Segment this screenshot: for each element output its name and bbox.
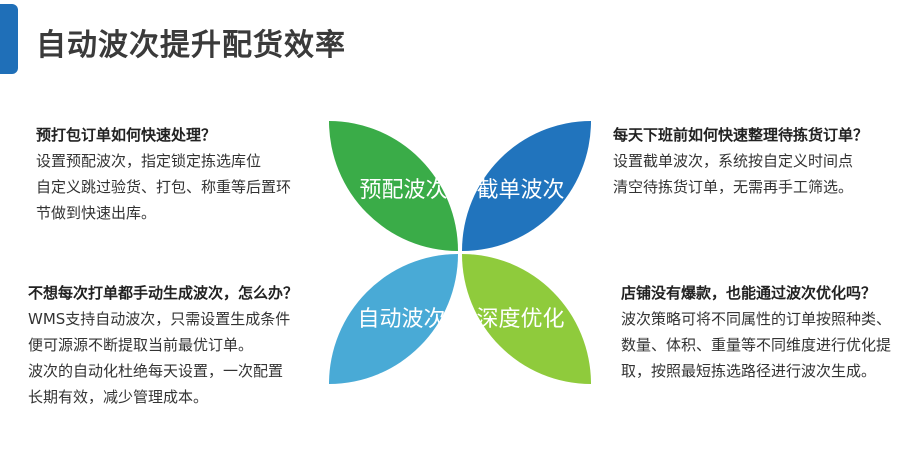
petal-label: 预配波次 [359, 178, 448, 203]
text-block-optimize: 店铺没有爆款，也能通过波次优化吗？ 波次策略可将不同属性的订单按照种类、 数量、… [621, 280, 920, 384]
answer-line: WMS支持自动波次，只需设置生成条件 [28, 310, 291, 328]
petal-deep-optimize: 深度优化 [462, 254, 591, 384]
petal-label: 自动波次 [357, 307, 446, 332]
petal-label: 截单波次 [476, 178, 565, 203]
answer-line: 清空待拣货订单，无需再手工筛选。 [613, 178, 854, 196]
page-title: 自动波次提升配货效率 [36, 28, 346, 63]
answer-line: 波次的自动化杜绝每天设置，一次配置 [28, 362, 284, 380]
answer-line: 数量、体积、重量等不同维度进行优化提 [621, 336, 892, 354]
answer-line: 波次策略可将不同属性的订单按照种类、 [621, 310, 892, 328]
petal-cutoff-wave: 截单波次 [462, 121, 591, 251]
title-accent-bar [0, 4, 18, 74]
answer-line: 节做到快速出库。 [36, 204, 157, 222]
petal-prepack-wave: 预配波次 [329, 121, 458, 251]
answer-line: 自定义跳过验货、打包、称重等后置环 [36, 178, 292, 196]
text-block-auto-wave: 不想每次打单都手动生成波次，怎么办？ WMS支持自动波次，只需设置生成条件 便可… [28, 280, 328, 410]
petal-label: 深度优化 [476, 307, 565, 332]
question-cutoff: 每天下班前如何快速整理待拣货订单？ [613, 126, 869, 144]
text-block-prepack: 预打包订单如何快速处理？ 设置预配波次，指定锁定拣选库位 自定义跳过验货、打包、… [36, 122, 336, 226]
question-auto-wave: 不想每次打单都手动生成波次，怎么办？ [28, 284, 299, 302]
answer-line: 取，按照最短拣选路径进行波次生成。 [621, 362, 877, 380]
answer-line: 长期有效，减少管理成本。 [28, 388, 209, 406]
text-block-cutoff: 每天下班前如何快速整理待拣货订单？ 设置截单波次，系统按自定义时间点 清空待拣货… [613, 122, 913, 200]
question-optimize: 店铺没有爆款，也能通过波次优化吗？ [621, 284, 877, 302]
petal-auto-wave: 自动波次 [329, 254, 458, 384]
answer-line: 便可源源不断提取当前最优订单。 [28, 336, 254, 354]
question-prepack: 预打包订单如何快速处理？ [36, 126, 217, 144]
answer-line: 设置预配波次，指定锁定拣选库位 [36, 152, 262, 170]
answer-line: 设置截单波次，系统按自定义时间点 [613, 152, 854, 170]
